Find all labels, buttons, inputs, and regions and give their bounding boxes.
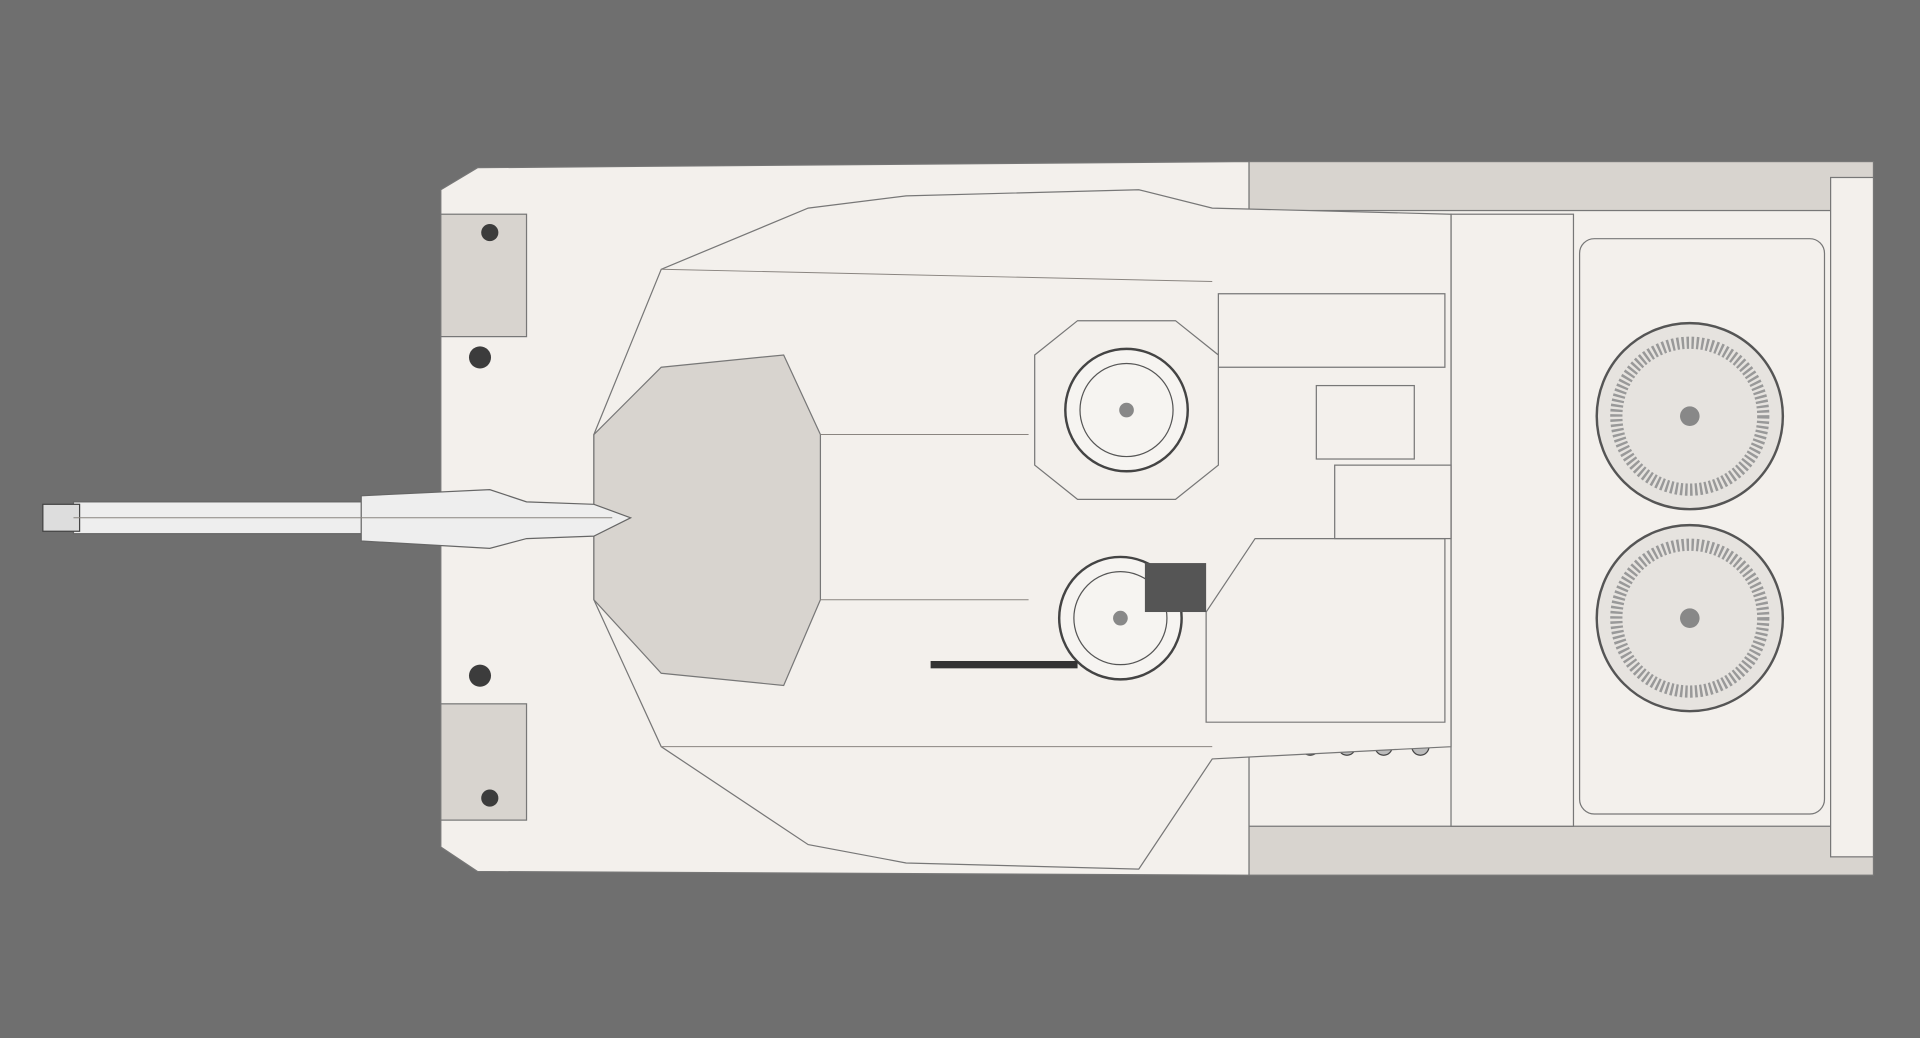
machine-gun — [930, 563, 1207, 669]
turret — [593, 189, 1452, 870]
main-gun — [42, 489, 633, 549]
commander-hatch — [1064, 347, 1189, 473]
fan-bottom — [1595, 523, 1785, 713]
fan-top — [1595, 321, 1785, 511]
